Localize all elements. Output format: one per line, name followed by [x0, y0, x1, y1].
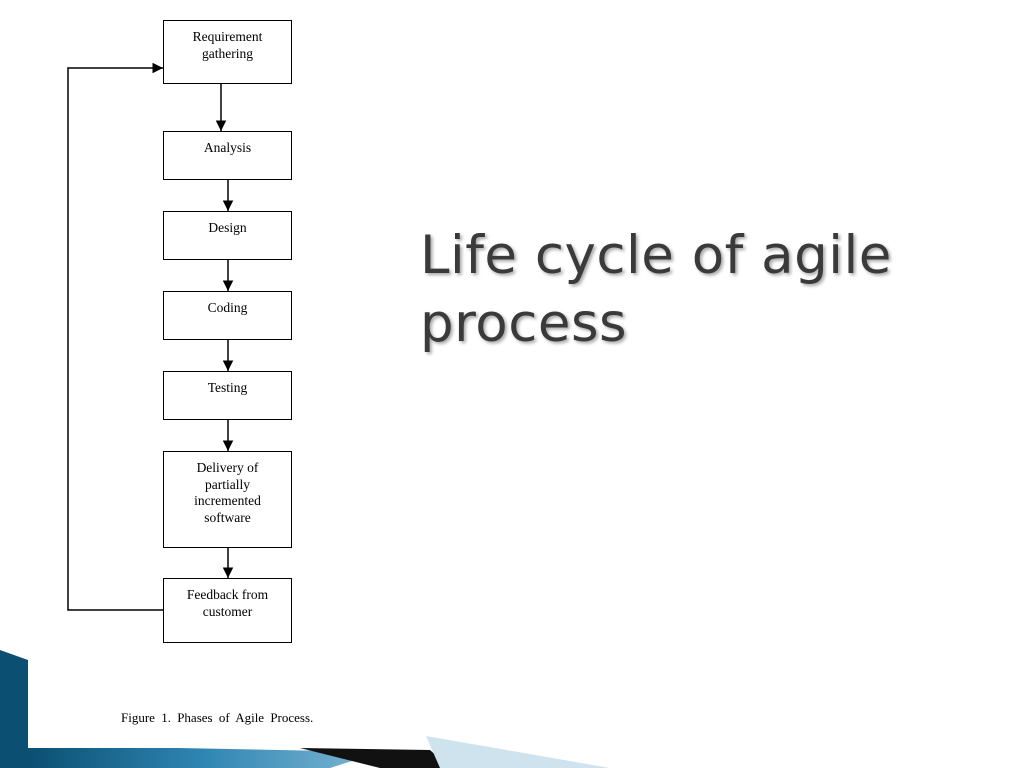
step-testing: Testing: [163, 371, 292, 420]
figure-caption: Figure 1. Phases of Agile Process.: [121, 710, 314, 725]
step-coding: Coding: [163, 291, 292, 340]
step-feedback: Feedback from customer: [163, 578, 292, 643]
step-requirement-gathering: Requirement gathering: [163, 20, 292, 84]
arrow-feedback-loop-to-requirement: [67, 62, 163, 611]
left-blue-swoosh: [0, 650, 28, 768]
bottom-blue-swoosh: [28, 745, 380, 768]
bottom-dark-swoosh: [300, 748, 450, 768]
slide-title: Life cycle of agile process: [420, 225, 892, 354]
step-analysis: Analysis: [163, 131, 292, 180]
bottom-light-swoosh: [426, 736, 610, 768]
step-delivery: Delivery of partially incremented softwa…: [163, 451, 292, 548]
step-design: Design: [163, 211, 292, 260]
